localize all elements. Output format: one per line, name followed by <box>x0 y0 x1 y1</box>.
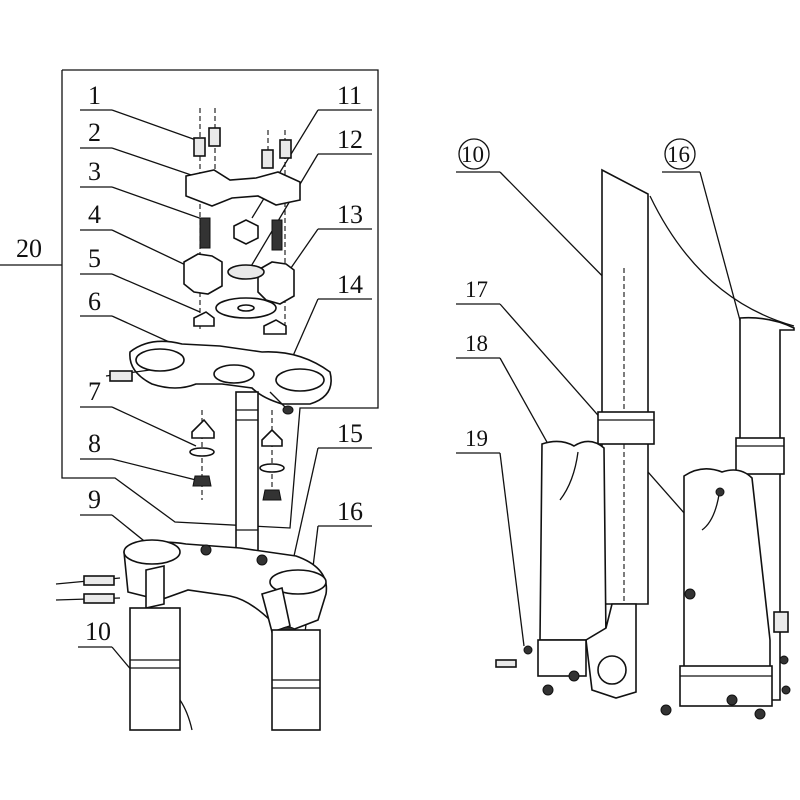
callout-2: 2 <box>88 118 101 147</box>
callout-15: 15 <box>337 419 363 448</box>
callout-19: 19 <box>465 426 488 451</box>
callout-9: 9 <box>88 485 101 514</box>
fork-leg-left <box>495 168 655 699</box>
callout-3: 3 <box>88 157 101 186</box>
left-fork-tubes <box>129 607 321 731</box>
stud-right <box>271 219 283 251</box>
callout-17: 17 <box>465 277 488 302</box>
left-callouts: 1 2 3 4 5 6 7 8 9 10 <box>78 81 206 691</box>
bar-clamp-top <box>185 169 301 207</box>
stem-nut <box>233 219 259 245</box>
bar-clamp-lower-left <box>183 253 223 295</box>
callout-13: 13 <box>337 200 363 229</box>
callout-14: 14 <box>337 270 363 299</box>
callout-11: 11 <box>337 81 362 110</box>
group-label-20: 20 <box>16 234 42 263</box>
callout-4: 4 <box>88 200 101 229</box>
callout-16-left: 16 <box>337 497 363 526</box>
upper-triple-clamp <box>105 340 332 415</box>
callout-1: 1 <box>88 81 101 110</box>
bar-clamp-lower-right <box>257 261 295 305</box>
callout-5: 5 <box>88 244 101 273</box>
callout-12: 12 <box>337 125 363 154</box>
stud-left <box>199 217 211 249</box>
callout-18: 18 <box>465 331 488 356</box>
callout-10-fork: 10 <box>461 142 484 167</box>
fork-leg-right <box>649 195 795 720</box>
lower-triple-clamp <box>55 539 328 638</box>
callout-7: 7 <box>88 377 101 406</box>
left-exploded-assembly <box>55 108 332 731</box>
right-fork-assembly: 10 16 17 18 19 <box>456 138 795 720</box>
callout-16-fork: 16 <box>667 142 690 167</box>
rubber-cup-right <box>263 319 287 335</box>
callout-6: 6 <box>88 287 101 316</box>
top-bolts <box>193 108 292 330</box>
callout-10-left: 10 <box>85 617 111 646</box>
rubber-cup-left <box>193 311 215 327</box>
callout-8: 8 <box>88 429 101 458</box>
assembly-group-outline <box>0 69 379 529</box>
bearing <box>227 264 265 280</box>
steering-stem <box>235 391 259 553</box>
lower-rubber-mounts <box>189 410 285 501</box>
